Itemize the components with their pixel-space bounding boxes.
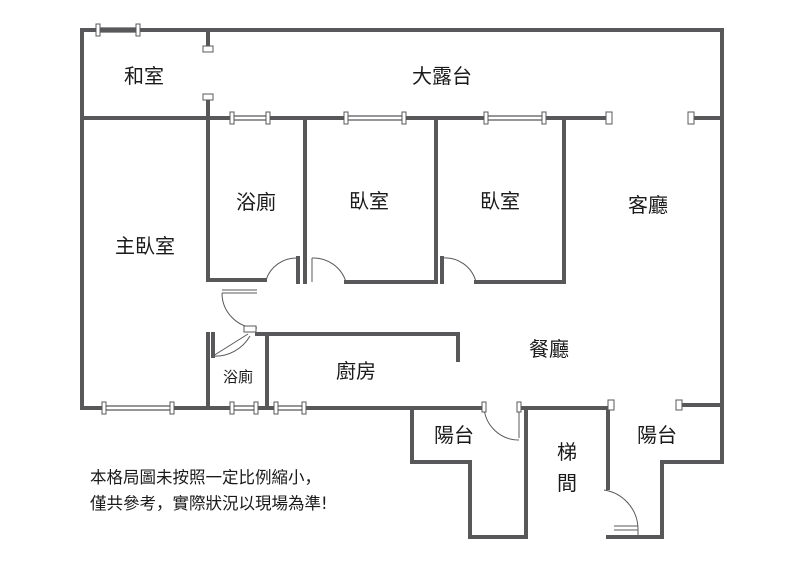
window-kitchen-bottom [273,401,307,415]
room-label-dining: 餐廳 [529,337,569,361]
room-label-terrace: 大露台 [412,64,472,88]
window-terrace-1 [229,111,271,125]
wall-bath1-left [206,116,267,282]
room-label-stairs-1: 梯 [557,440,577,464]
door-bed2 [311,257,347,283]
window-washitsu-partition [202,45,214,101]
room-label-balcony1: 陽台 [434,423,474,447]
room-labels: 和室 大露台 浴廁 臥室 臥室 客廳 主臥室 餐廳 浴廁 廚房 陽台 梯 間 陽… [115,64,677,495]
room-label-stairs-2: 間 [557,471,577,495]
wall-bed3-bottom [474,116,566,284]
door-bed3 [441,257,477,283]
room-label-master: 主臥室 [115,234,175,258]
room-label-balcony2: 陽台 [637,423,677,447]
window-washitsu [95,23,141,37]
window-terrace-2 [343,111,407,125]
room-label-bath1: 浴廁 [236,190,276,214]
door-stairwell [603,489,639,537]
walls [80,28,724,539]
doors [212,257,639,537]
wall-stairwell-bottom [606,403,724,539]
room-label-bed2: 臥室 [349,189,389,213]
windows [95,23,695,415]
door-balcony1 [481,401,522,441]
door-bath2 [212,333,251,357]
wall-kitchen-top [255,332,460,362]
room-label-living: 客廳 [628,193,668,217]
window-terrace-3 [483,111,547,125]
room-label-washitsu: 和室 [124,64,164,88]
disclaimer-line-1: 本格局圖未按照一定比例縮小， [90,468,321,487]
wall-top [80,28,724,407]
room-label-bath2: 浴廁 [223,368,253,386]
door-bath1 [265,257,299,282]
room-label-bed3: 臥室 [480,189,520,213]
window-master-bottom [101,401,175,415]
window-living-posts [607,399,683,411]
room-label-kitchen: 廚房 [336,359,376,383]
window-bath2-bottom [229,401,259,415]
window-terrace-posts [605,111,695,125]
door-master [221,289,258,333]
disclaimer-line-2: 僅共參考，實際狀況以現場為準! [90,494,328,513]
